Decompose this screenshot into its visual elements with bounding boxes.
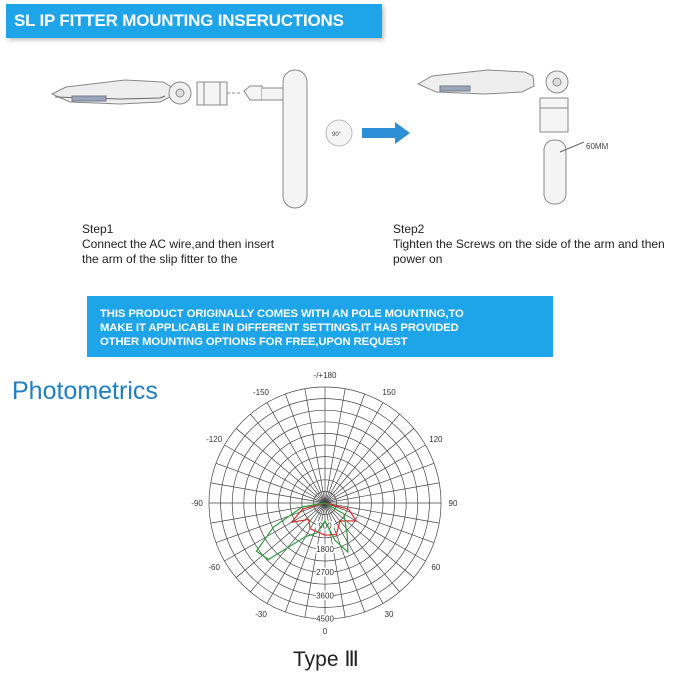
- polar-spoke: [324, 502, 440, 524]
- type-label: Type Ⅲ: [293, 648, 359, 671]
- notice-line1: THIS PRODUCT ORIGINALLY COMES WITH AN PO…: [100, 308, 464, 320]
- polar-angle-label: 30: [385, 610, 394, 619]
- dimension-label: 60MM: [586, 142, 609, 151]
- polar-angle-label: -150: [253, 388, 270, 397]
- polar-spoke: [324, 502, 415, 578]
- photometric-curve-green: [255, 502, 349, 561]
- right-arrow-icon: [362, 122, 410, 144]
- step2-text: Step2 Tighten the Screws on the side of …: [393, 222, 665, 267]
- polar-spoke: [324, 444, 426, 504]
- polar-value-bg: [316, 544, 334, 554]
- step1-title: Step1: [82, 222, 114, 236]
- polar-spoke: [266, 502, 326, 604]
- pole-step1: [262, 69, 308, 209]
- polar-angle-label: -90: [191, 499, 203, 508]
- polar-spoke: [324, 482, 440, 504]
- mounting-notice: THIS PRODUCT ORIGINALLY COMES WITH AN PO…: [87, 296, 553, 357]
- polar-spoke: [224, 444, 326, 504]
- polar-value-label: 2700: [316, 568, 334, 577]
- polar-angle-label: 150: [382, 388, 396, 397]
- polar-spoke: [215, 462, 326, 504]
- polar-spoke: [324, 502, 384, 604]
- polar-spoke: [324, 462, 435, 504]
- polar-spoke: [324, 413, 400, 504]
- polar-angle-label: -/+180: [314, 371, 337, 380]
- step2-line1: Tighten the Screws on the side of the ar…: [393, 237, 665, 251]
- polar-angle-label: 120: [429, 435, 443, 444]
- polar-angle-label: -120: [206, 435, 223, 444]
- photometric-curve-red: [289, 502, 358, 536]
- step2-title: Step2: [393, 222, 425, 236]
- polar-angle-label: 60: [431, 563, 440, 572]
- polar-spoke: [224, 502, 326, 562]
- step1-line2: the arm of the slip fitter to the: [82, 252, 238, 266]
- rotation-label: 90°: [332, 132, 342, 138]
- polar-spoke: [250, 413, 326, 504]
- polar-angle-label: -30: [255, 610, 267, 619]
- polar-spoke: [324, 388, 346, 504]
- step2-line2: power on: [393, 252, 443, 266]
- polar-value-bg: [316, 567, 334, 577]
- polar-spoke: [210, 482, 326, 504]
- polar-spoke: [266, 402, 326, 504]
- polar-spoke: [324, 502, 400, 593]
- luminaire-step2: [416, 69, 585, 205]
- polar-spoke: [235, 502, 326, 578]
- luminaire-step1: [50, 79, 263, 106]
- polar-spoke: [284, 502, 326, 613]
- polar-angle-label: 90: [449, 499, 458, 508]
- notice-line2: MAKE IT APPLICABLE IN DIFFERENT SETTINGS…: [100, 322, 459, 334]
- polar-spoke: [284, 393, 326, 504]
- polar-spoke: [324, 393, 366, 504]
- rotation-icon: [325, 119, 353, 147]
- instructions-banner: SL IP FITTER MOUNTING INSERUCTIONS: [6, 4, 382, 38]
- banner-title: SL IP FITTER MOUNTING INSERUCTIONS: [14, 11, 344, 30]
- step1-line1: Connect the AC wire,and then insert: [82, 237, 275, 251]
- polar-spoke: [324, 428, 415, 504]
- polar-angle-label: 0: [323, 627, 328, 636]
- polar-value-bg: [316, 590, 334, 600]
- step1-text: Step1 Connect the AC wire,and then inser…: [82, 222, 274, 267]
- polar-spoke: [324, 402, 384, 504]
- polar-value-bg: [316, 614, 334, 623]
- polar-value-bg: [316, 521, 334, 531]
- polar-value-label: 4500: [316, 615, 334, 624]
- polar-spoke: [235, 428, 326, 504]
- polar-spoke: [304, 388, 326, 504]
- polar-spoke: [215, 502, 326, 544]
- polar-spoke: [324, 502, 435, 544]
- polar-value-label: 3600: [316, 591, 334, 600]
- notice-line3: OTHER MOUNTING OPTIONS FOR FREE,UPON REQ…: [100, 336, 408, 348]
- polar-value-label: 1800: [316, 545, 334, 554]
- polar-spoke: [324, 502, 366, 613]
- photometrics-title: Photometrics: [12, 377, 158, 405]
- polar-value-label: 900: [318, 522, 332, 531]
- polar-angle-label: -60: [208, 563, 220, 572]
